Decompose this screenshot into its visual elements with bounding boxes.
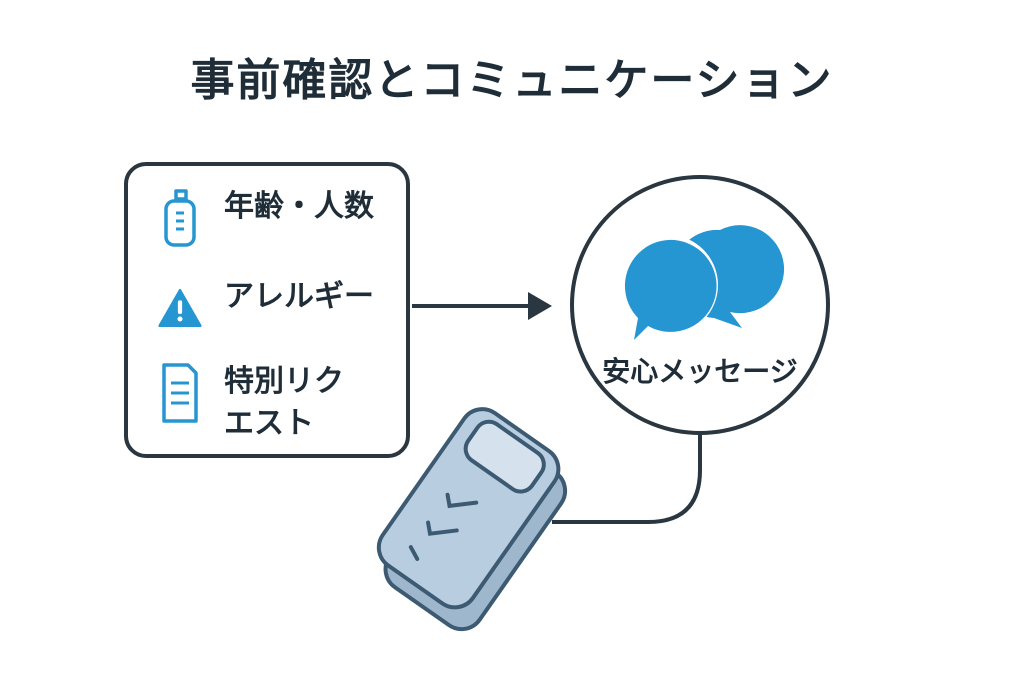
chat-bubbles-icon — [618, 225, 785, 340]
checklist-item-special-request: 特別リクエスト — [158, 361, 364, 445]
checklist-label-age: 年齢・人数 — [224, 189, 374, 224]
checklist-label-allergy: アレルギー — [224, 279, 374, 314]
phone-icon — [376, 407, 568, 632]
diagram-title: 事前確認とコミュニケーション — [190, 55, 834, 106]
checklist-box: 年齢・人数 アレルギー 特別リクエスト — [124, 162, 410, 458]
warning-triangle-icon — [158, 276, 202, 340]
checklist-item-allergy: アレルギー — [158, 276, 374, 340]
phone-connector — [552, 433, 702, 524]
document-icon — [158, 361, 202, 425]
message-label: 安心メッセージ — [602, 355, 798, 388]
checklist-label-special-request: 特別リクエスト — [224, 364, 344, 441]
baby-bottle-icon — [158, 186, 202, 250]
checklist-item-age: 年齢・人数 — [158, 186, 374, 250]
arrow-head-icon — [528, 292, 552, 320]
